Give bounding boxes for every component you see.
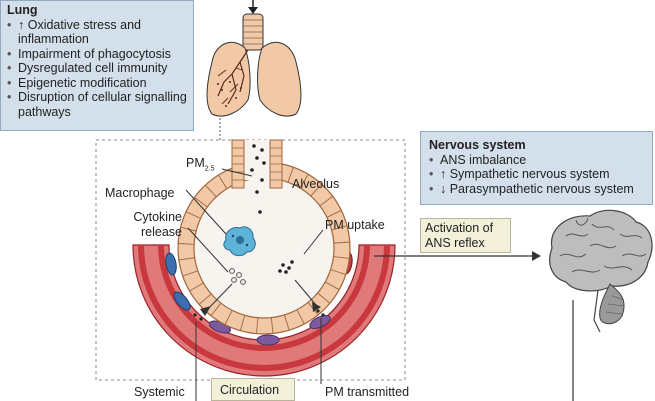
macrophage-label: Macrophage: [105, 186, 175, 200]
alveolar-cell-boundary: [296, 309, 305, 325]
alveolar-cell-boundary: [180, 226, 197, 232]
lung-effect-item: Impairment of phagocytosis: [7, 47, 187, 62]
alveolar-cell-boundary: [178, 243, 195, 245]
alveolar-cell-boundary: [256, 317, 259, 334]
alveolar-cell-boundary: [189, 282, 204, 292]
lung-effect-item: ↑ Oxidative stress and inflammation: [7, 18, 187, 47]
lung-effects-box: Lung ↑ Oxidative stress and inflammation…: [0, 0, 194, 131]
nervous-effects-list: ANS imbalance ↑ Sympathetic nervous syst…: [429, 153, 646, 197]
alveolar-cell-boundary: [325, 281, 340, 291]
alveolar-cell-boundary: [210, 302, 222, 317]
pm25-label: PM2.5: [186, 156, 214, 177]
alveolar-cell-boundary: [330, 269, 346, 276]
lungs-illustration: [206, 13, 302, 117]
nervous-effect-item: ↑ Sympathetic nervous system: [429, 167, 646, 182]
alveolar-cell-boundary: [333, 256, 350, 259]
circulation-box: Circulation: [211, 378, 295, 401]
alveolar-cell-boundary: [299, 174, 309, 189]
ans-reflex-box: Activation of ANS reflex: [420, 218, 511, 253]
alveolar-cell-boundary: [218, 174, 228, 189]
alveolar-cell-boundary: [239, 315, 246, 331]
alveolar-cell-boundary: [205, 184, 217, 198]
cytokine-release-label: Cytokine release: [116, 210, 182, 239]
cytokine-line1: Cytokine: [133, 210, 182, 224]
pm-label-text: PM: [186, 156, 205, 170]
alveolar-cell-boundary: [198, 293, 212, 305]
brain-illustration: [549, 209, 653, 333]
alveolar-cell-boundary: [224, 310, 233, 325]
alveolar-wall: [177, 140, 351, 335]
ans-reflex-line1: Activation of: [425, 221, 494, 235]
nervous-effect-item: ↓ Parasympathetic nervous system: [429, 182, 646, 197]
alveolar-cell-boundary: [319, 195, 333, 207]
alveolar-cell-boundary: [326, 209, 342, 218]
lung-effect-item: Epigenetic modification: [7, 76, 187, 91]
cytokine-line2: release: [141, 224, 182, 239]
alveolar-cell-boundary: [310, 183, 322, 197]
ans-reflex-line2: ANS reflex: [425, 235, 485, 250]
inhalation-arrowhead: [248, 7, 258, 14]
alveolar-cell-boundary: [270, 317, 274, 334]
alveolar-cell-boundary: [287, 167, 294, 183]
pm-uptake-label: PM uptake: [325, 218, 385, 232]
nervous-system-box: Nervous system ANS imbalance ↑ Sympathet…: [420, 131, 653, 205]
lung-effect-item: Dysregulated cell immunity: [7, 61, 187, 76]
alveolar-cell-boundary: [284, 314, 290, 331]
alveolar-cell-boundary: [317, 292, 331, 304]
cytokines: [229, 268, 246, 285]
alveolar-cell-boundary: [331, 225, 348, 231]
nervous-box-title: Nervous system: [429, 138, 526, 152]
alveolar-cell-boundary: [178, 257, 195, 261]
alveolar-cell-boundary: [333, 241, 350, 244]
lung-box-title: Lung: [7, 3, 38, 17]
alveolar-cell-boundary: [194, 197, 208, 208]
circulation-label: Circulation: [220, 383, 280, 397]
systemic-label: Systemic: [134, 385, 185, 399]
macrophage-cell: [223, 226, 256, 257]
airway-duct: [231, 139, 283, 189]
alveolar-cell-boundary: [185, 211, 201, 219]
alveolus-label: Alveolus: [292, 177, 340, 191]
lung-effect-item: Disruption of cellular signalling pathwa…: [7, 90, 187, 119]
lung-effects-list: ↑ Oxidative stress and inflammation Impa…: [7, 18, 187, 120]
pm-transmitted-label: PM transmitted: [325, 385, 410, 399]
leader-lines: [185, 168, 324, 401]
pm-particles: [250, 144, 294, 274]
nervous-effect-item: ANS imbalance: [429, 153, 646, 168]
alveolar-cell-boundary: [182, 270, 198, 277]
pm-label-subscript: 2.5: [204, 165, 215, 173]
